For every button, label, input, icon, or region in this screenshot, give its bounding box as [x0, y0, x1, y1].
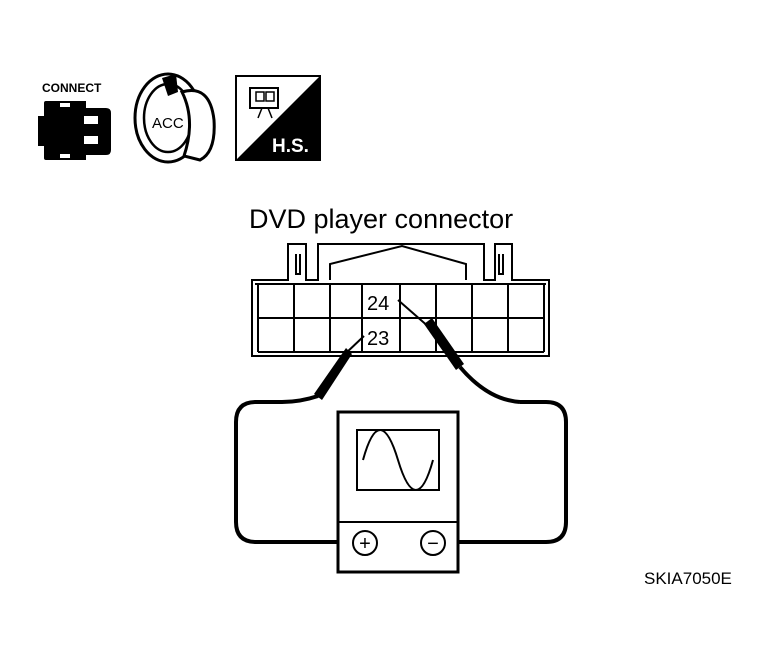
connector-title: DVD player connector	[249, 204, 513, 234]
figure-code: SKIA7050E	[644, 569, 732, 588]
positive-probe	[281, 335, 365, 404]
connector-icon: CONNECT	[38, 81, 111, 160]
connect-label: CONNECT	[42, 81, 102, 95]
acc-label: ACC	[152, 115, 184, 132]
dvd-player-connector	[251, 243, 550, 357]
positive-terminal-label: +	[359, 533, 371, 555]
negative-wire	[458, 400, 568, 544]
negative-probe	[397, 299, 521, 404]
pin-24-label: 24	[367, 293, 389, 315]
oscilloscope: + −	[336, 410, 460, 574]
sine-wave-icon	[362, 429, 434, 491]
hs-label: H.S.	[272, 136, 309, 157]
ignition-key-acc-icon: ACC	[133, 72, 216, 164]
pin-23-label: 23	[367, 328, 389, 350]
negative-terminal-label: −	[427, 533, 439, 555]
positive-wire	[234, 400, 346, 544]
harness-side-icon: H.S.	[235, 75, 321, 161]
